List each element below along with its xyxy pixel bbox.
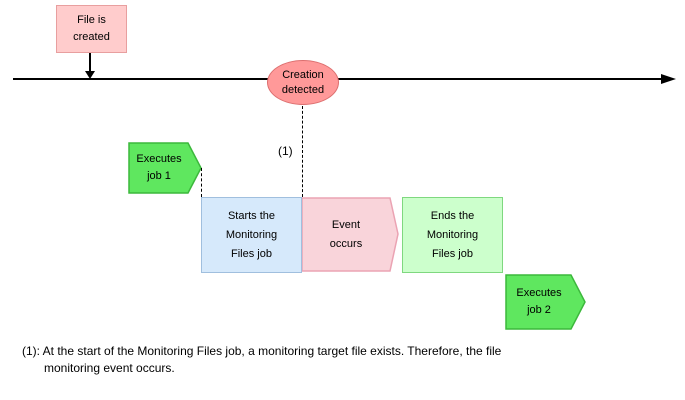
- executes-job2-shape: [505, 274, 586, 330]
- executes-job2-label: Executes job 2: [516, 287, 562, 316]
- ref-marker: (1): [278, 144, 293, 158]
- file-created-arrow-line: [89, 53, 91, 72]
- event-occurs-pentagon: [302, 197, 399, 272]
- starts-monitoring-job-node: Starts the Monitoring Files job: [201, 197, 302, 273]
- executes-job1-shape: [128, 142, 202, 194]
- footnote-line1: (1): At the start of the Monitoring File…: [22, 344, 502, 358]
- timeline-arrowhead-icon: [661, 74, 676, 84]
- executes-job1-label: Executes job 1: [136, 153, 182, 182]
- creation-detected-node: Creation detected: [267, 60, 339, 105]
- file-created-node: File is created: [56, 5, 127, 53]
- ends-monitoring-job-node: Ends the Monitoring Files job: [402, 197, 503, 273]
- file-created-arrowhead-icon: [85, 71, 95, 79]
- executes-job1-pentagon: [128, 142, 202, 194]
- executes-job2-pentagon: [505, 274, 586, 330]
- footnote-line2: monitoring event occurs.: [44, 361, 175, 375]
- creation-detected-dashed-connector: [302, 106, 303, 197]
- executes-job1-dashed-connector: [201, 168, 202, 197]
- event-occurs-label: Event occurs: [329, 218, 363, 250]
- event-occurs-shape: [302, 197, 399, 272]
